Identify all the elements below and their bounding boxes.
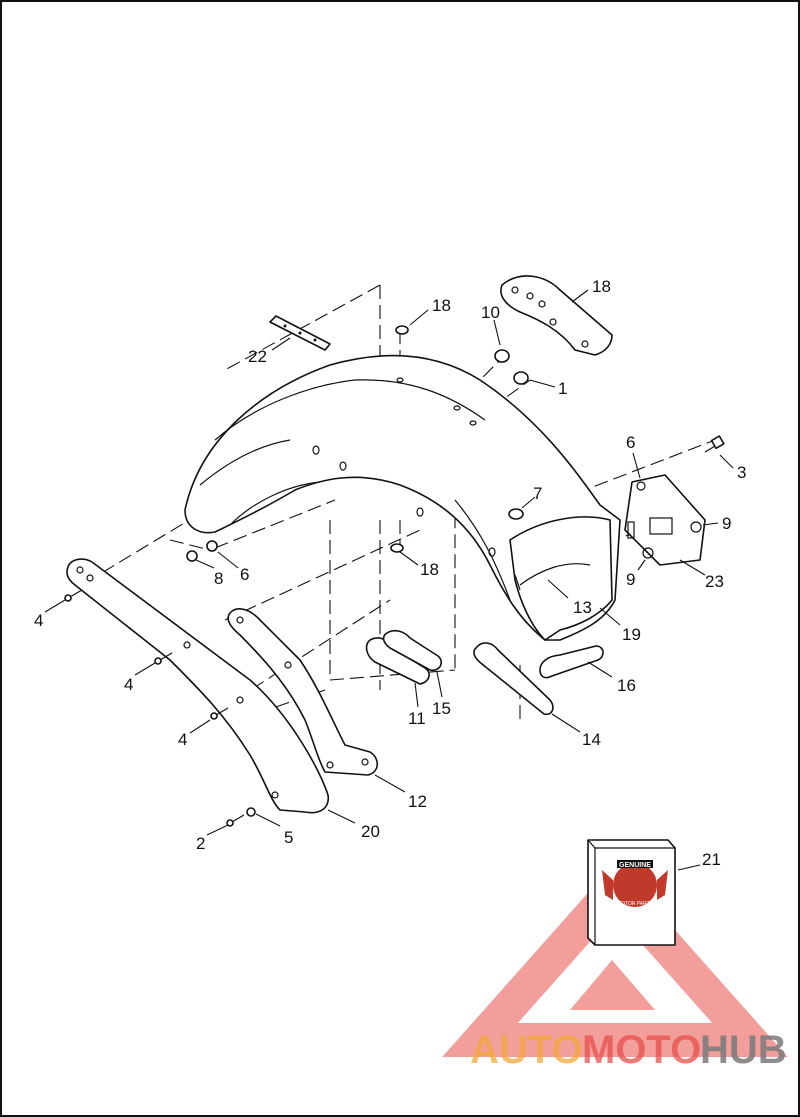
callout-4: 4	[178, 730, 187, 749]
callout-19: 19	[622, 625, 641, 644]
watermark-text: AUTO MOTO HUB	[470, 1028, 787, 1072]
watermark-logo-icon	[442, 862, 788, 1057]
right-strut	[227, 608, 379, 776]
callout-12: 12	[408, 792, 427, 811]
svg-text:MOTOR PARTS: MOTOR PARTS	[617, 901, 654, 907]
parts-kit-icon: GENUINE MOTOR PARTS	[587, 839, 676, 946]
callout-labels: 22 18 18 10 1 3 6 9 9 23 7 6 8 18 13 19 …	[34, 277, 746, 869]
washer-icon	[206, 540, 218, 552]
callout-18: 18	[432, 296, 451, 315]
callout-14: 14	[582, 730, 601, 749]
callout-20: 20	[361, 822, 380, 841]
mount-plates	[365, 630, 442, 685]
callout-10: 10	[481, 303, 500, 322]
callout-23: 23	[705, 572, 724, 591]
callout-7: 7	[533, 484, 542, 503]
callout-4: 4	[34, 611, 43, 630]
callout-16: 16	[617, 676, 636, 695]
rear-fender	[184, 354, 621, 641]
callout-21: 21	[702, 850, 721, 869]
washer-icon	[246, 807, 256, 817]
callout-1: 1	[558, 379, 567, 398]
callout-15: 15	[432, 699, 451, 718]
lower-links	[473, 642, 604, 716]
callout-13: 13	[573, 598, 592, 617]
callout-22: 22	[248, 347, 267, 366]
callout-18: 18	[592, 277, 611, 296]
fender-strap	[269, 315, 331, 351]
callout-6: 6	[626, 433, 635, 452]
callout-5: 5	[284, 828, 293, 847]
fasteners	[64, 540, 256, 827]
nut-icon	[186, 550, 198, 562]
callout-4: 4	[124, 675, 133, 694]
rivet-icon	[494, 349, 529, 385]
screw-icon	[154, 652, 173, 665]
callout-3: 3	[737, 463, 746, 482]
callout-11: 11	[408, 709, 426, 728]
bolt-icon	[704, 435, 725, 453]
clip-icon	[390, 325, 524, 553]
svg-text:HUB: HUB	[700, 1028, 787, 1072]
callout-9: 9	[722, 514, 731, 533]
top-plate	[500, 275, 613, 356]
screw-icon	[210, 707, 229, 720]
leader-lines	[44, 289, 734, 871]
svg-text:GENUINE: GENUINE	[619, 862, 651, 869]
callout-8: 8	[214, 569, 223, 588]
callout-6: 6	[240, 565, 249, 584]
screw-icon	[64, 589, 83, 602]
svg-text:MOTO: MOTO	[582, 1028, 701, 1072]
screw-icon	[226, 814, 245, 827]
left-strut	[66, 558, 330, 814]
svg-text:AUTO: AUTO	[470, 1028, 583, 1072]
callout-9: 9	[626, 570, 635, 589]
callout-2: 2	[196, 834, 205, 853]
genuine-logo-icon: GENUINE MOTOR PARTS	[602, 860, 668, 907]
tail-bracket	[624, 474, 706, 566]
callout-18: 18	[420, 560, 439, 579]
